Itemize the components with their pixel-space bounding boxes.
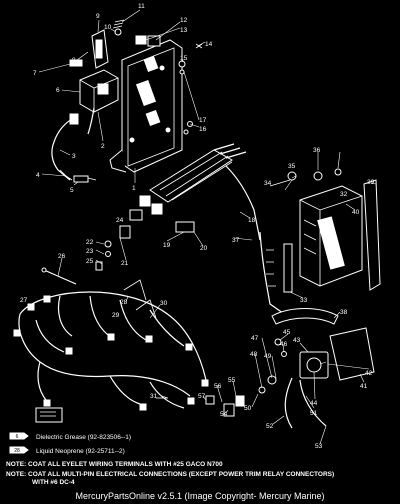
callout-32: 32 <box>340 191 348 198</box>
callout-33: 33 <box>300 297 308 304</box>
callout-56: 56 <box>214 383 222 390</box>
fuse-parts <box>95 225 131 271</box>
callout-17: 17 <box>199 117 207 124</box>
engine-control-module <box>299 185 363 287</box>
callout-45: 45 <box>283 329 291 336</box>
legend-text-grease: Dielectric Grease (92-823506--1) <box>36 434 131 441</box>
callout-12: 12 <box>180 17 188 24</box>
copyright-footer: MercuryPartsOnline v2.5.1 (Image Copyrig… <box>75 491 324 501</box>
note-eyelet-terminals: NOTE: COAT ALL EYELET WIRING TERMINALS W… <box>6 461 223 468</box>
callout-40: 40 <box>352 209 360 216</box>
callout-30: 30 <box>160 300 168 307</box>
callout-2: 2 <box>101 143 105 150</box>
leader-lines <box>38 9 377 445</box>
callout-29: 29 <box>112 312 120 319</box>
callout-37: 37 <box>232 237 240 244</box>
callout-43: 43 <box>293 337 301 344</box>
ecm-bracket <box>363 179 381 291</box>
callout-1: 1 <box>132 185 136 192</box>
callout-28: 28 <box>120 299 128 306</box>
callout-50: 50 <box>244 405 252 412</box>
callout-21: 21 <box>121 260 129 267</box>
callout-20: 20 <box>200 245 208 252</box>
callout-13: 13 <box>180 27 188 34</box>
callout-25: 25 <box>86 258 94 265</box>
callout-57: 57 <box>198 393 206 400</box>
ecm-hardware <box>269 168 342 187</box>
callout-31: 31 <box>150 393 158 400</box>
legend-text-neoprene: Liquid Neoprene (92-25711--2) <box>36 448 125 455</box>
callout-18: 18 <box>248 217 256 224</box>
legend-code-grease: 6 <box>16 434 19 440</box>
callout-42: 42 <box>365 370 373 377</box>
callout-35: 35 <box>288 163 296 170</box>
callout-6: 6 <box>56 87 60 94</box>
callout-15: 15 <box>180 55 188 62</box>
callout-numbers: 1 2 3 4 5 6 7 8 9 10 11 12 13 14 15 16 1… <box>20 3 375 450</box>
callout-7: 7 <box>33 70 37 77</box>
note-multipin-connections-cont: WITH #6 DC-4 <box>32 479 75 486</box>
callout-39: 39 <box>367 179 375 186</box>
callout-9: 9 <box>96 13 100 20</box>
callout-11: 11 <box>138 3 145 10</box>
callout-49: 49 <box>264 353 272 360</box>
callout-4: 4 <box>36 172 40 179</box>
callout-22: 22 <box>86 239 94 246</box>
main-wiring-harness <box>13 279 209 411</box>
callout-51: 51 <box>310 410 318 417</box>
callout-27: 27 <box>20 297 28 304</box>
callout-54: 54 <box>220 411 228 418</box>
starter-relay <box>79 69 119 135</box>
legend-item-grease: 6 Dielectric Grease (92-823506--1) <box>9 432 131 441</box>
callout-41: 41 <box>360 383 368 390</box>
callout-48: 48 <box>250 351 258 358</box>
legend-code-neoprene: 28 <box>14 448 20 454</box>
callout-3: 3 <box>72 153 76 160</box>
callout-38: 38 <box>340 309 348 316</box>
callout-52: 52 <box>266 423 274 430</box>
mounting-plate <box>109 39 183 173</box>
callout-24: 24 <box>116 217 124 224</box>
ignition-harness <box>129 143 261 241</box>
callout-16: 16 <box>199 126 207 133</box>
notes: NOTE: COAT ALL EYELET WIRING TERMINALS W… <box>6 461 334 486</box>
callout-19: 19 <box>163 242 171 249</box>
harness-clamp <box>271 308 339 325</box>
callout-34: 34 <box>264 180 272 187</box>
sensor-cable <box>51 113 97 183</box>
callout-36: 36 <box>313 147 321 154</box>
relay-hardware <box>69 19 203 135</box>
jumper-wire <box>41 267 77 285</box>
callout-55: 55 <box>228 377 236 384</box>
callout-44: 44 <box>310 400 318 407</box>
callout-5: 5 <box>70 187 74 194</box>
callout-47: 47 <box>251 335 259 342</box>
callout-14: 14 <box>205 41 213 48</box>
callout-8: 8 <box>72 57 76 64</box>
wire-loom <box>259 231 293 319</box>
callout-26: 26 <box>58 253 66 260</box>
small-hardware <box>35 395 215 423</box>
callout-46: 46 <box>280 341 288 348</box>
note-multipin-connections: NOTE: COAT ALL MULTI-PIN ELECTRICAL CONN… <box>6 471 334 478</box>
callout-10: 10 <box>104 24 112 31</box>
legend: 6 Dielectric Grease (92-823506--1) 28 Li… <box>9 432 131 455</box>
callout-53: 53 <box>315 443 323 450</box>
callout-23: 23 <box>86 248 94 255</box>
legend-item-neoprene: 28 Liquid Neoprene (92-25711--2) <box>9 446 125 455</box>
